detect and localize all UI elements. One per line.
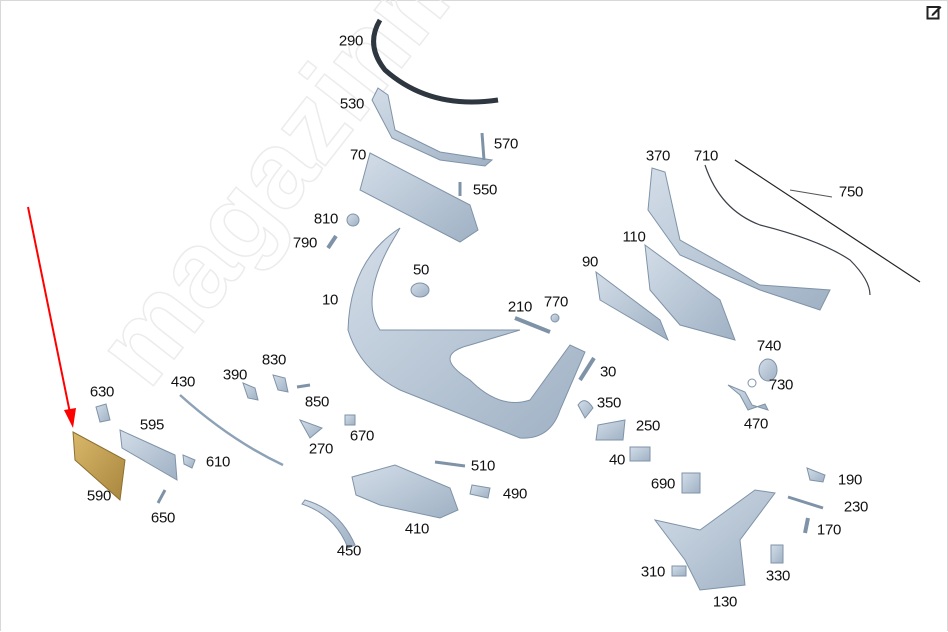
callout-595[interactable]: 595 bbox=[139, 416, 165, 434]
callout-610[interactable]: 610 bbox=[205, 453, 231, 471]
callout-250[interactable]: 250 bbox=[635, 417, 661, 435]
callout-310[interactable]: 310 bbox=[640, 563, 666, 581]
callout-50[interactable]: 50 bbox=[412, 261, 430, 279]
callout-510[interactable]: 510 bbox=[470, 457, 496, 475]
part-130-carrier bbox=[653, 489, 776, 591]
part-740-grommet bbox=[758, 358, 778, 382]
part-110-grille bbox=[644, 243, 736, 341]
callout-530[interactable]: 530 bbox=[339, 95, 365, 113]
part-50-cap bbox=[410, 282, 430, 298]
part-510-trim bbox=[434, 460, 466, 468]
part-90-frame bbox=[595, 270, 670, 342]
part-690-sensor bbox=[681, 472, 701, 494]
part-330-clip bbox=[770, 544, 784, 564]
part-490-clip bbox=[469, 484, 491, 499]
part-650-screw bbox=[156, 489, 167, 504]
part-710-wire bbox=[704, 164, 871, 296]
part-670-clip bbox=[344, 414, 356, 426]
callout-270[interactable]: 270 bbox=[308, 440, 334, 458]
callout-770[interactable]: 770 bbox=[543, 293, 569, 311]
part-370-absorber bbox=[647, 167, 831, 311]
callout-740[interactable]: 740 bbox=[756, 337, 782, 355]
highlight-arrow bbox=[27, 206, 76, 428]
part-830-bracket bbox=[272, 374, 289, 393]
callout-810[interactable]: 810 bbox=[313, 210, 339, 228]
callout-30[interactable]: 30 bbox=[599, 363, 617, 381]
part-270-bracket bbox=[298, 419, 323, 439]
callout-230[interactable]: 230 bbox=[843, 498, 869, 516]
callout-70[interactable]: 70 bbox=[349, 146, 367, 164]
part-40-sensor bbox=[629, 446, 651, 462]
callout-90[interactable]: 90 bbox=[581, 253, 599, 271]
callout-330[interactable]: 330 bbox=[765, 567, 791, 585]
callout-290[interactable]: 290 bbox=[338, 32, 364, 50]
edit-icon[interactable] bbox=[926, 4, 942, 20]
part-250-bracket bbox=[595, 419, 626, 441]
part-470-bracket bbox=[727, 384, 769, 411]
part-850-screw bbox=[296, 383, 311, 389]
callout-110[interactable]: 110 bbox=[622, 228, 646, 246]
callout-550[interactable]: 550 bbox=[472, 181, 498, 199]
part-310-clip bbox=[671, 565, 687, 577]
callout-170[interactable]: 170 bbox=[816, 521, 842, 539]
part-590-plate bbox=[72, 431, 126, 502]
callout-40[interactable]: 40 bbox=[608, 451, 626, 469]
part-390-clip bbox=[242, 382, 259, 401]
part-570-screw bbox=[480, 132, 486, 161]
part-530-bracket bbox=[371, 87, 494, 167]
part-210-trim bbox=[514, 316, 551, 334]
callout-470[interactable]: 470 bbox=[743, 415, 769, 433]
callout-750[interactable]: 750 bbox=[838, 183, 864, 201]
callout-690[interactable]: 690 bbox=[650, 475, 676, 493]
callout-370[interactable]: 370 bbox=[645, 147, 671, 165]
callout-190[interactable]: 190 bbox=[837, 471, 863, 489]
callout-490[interactable]: 490 bbox=[502, 485, 528, 503]
part-595-plate bbox=[119, 429, 178, 481]
part-790-screw bbox=[326, 234, 338, 250]
part-30-trim bbox=[578, 356, 596, 382]
part-230-trim bbox=[787, 495, 824, 510]
callout-670[interactable]: 670 bbox=[349, 427, 375, 445]
callout-410[interactable]: 410 bbox=[404, 520, 430, 538]
callout-710[interactable]: 710 bbox=[693, 147, 719, 165]
callout-730[interactable]: 730 bbox=[768, 376, 794, 394]
part-750-leader bbox=[789, 189, 833, 198]
part-290-seal bbox=[371, 18, 499, 105]
callout-850[interactable]: 850 bbox=[304, 393, 330, 411]
callout-10[interactable]: 10 bbox=[321, 291, 339, 309]
callout-390[interactable]: 390 bbox=[222, 366, 248, 384]
part-70-grille bbox=[359, 152, 479, 243]
callout-350[interactable]: 350 bbox=[596, 394, 622, 412]
part-410-grille bbox=[351, 464, 459, 519]
part-350-clip bbox=[577, 400, 594, 419]
callout-570[interactable]: 570 bbox=[493, 135, 519, 153]
part-770-clip bbox=[550, 313, 560, 323]
part-730-ring bbox=[747, 378, 757, 388]
part-450-trim bbox=[301, 499, 356, 549]
part-170-screw bbox=[803, 517, 810, 534]
part-810-clip bbox=[346, 213, 360, 227]
part-750-harness bbox=[734, 159, 921, 283]
part-10-bumper bbox=[347, 227, 586, 439]
part-630-bracket bbox=[95, 403, 111, 423]
callout-630[interactable]: 630 bbox=[89, 383, 115, 401]
callout-590[interactable]: 590 bbox=[86, 487, 112, 505]
callout-450[interactable]: 450 bbox=[336, 542, 362, 560]
callout-430[interactable]: 430 bbox=[170, 373, 196, 391]
callout-790[interactable]: 790 bbox=[292, 234, 318, 252]
callout-830[interactable]: 830 bbox=[261, 351, 287, 369]
callout-650[interactable]: 650 bbox=[150, 509, 176, 527]
callout-210[interactable]: 210 bbox=[507, 298, 533, 316]
part-430-trim bbox=[179, 394, 284, 467]
callout-130[interactable]: 130 bbox=[712, 593, 738, 611]
part-190-bracket bbox=[806, 467, 826, 483]
part-610-clip bbox=[182, 454, 196, 469]
